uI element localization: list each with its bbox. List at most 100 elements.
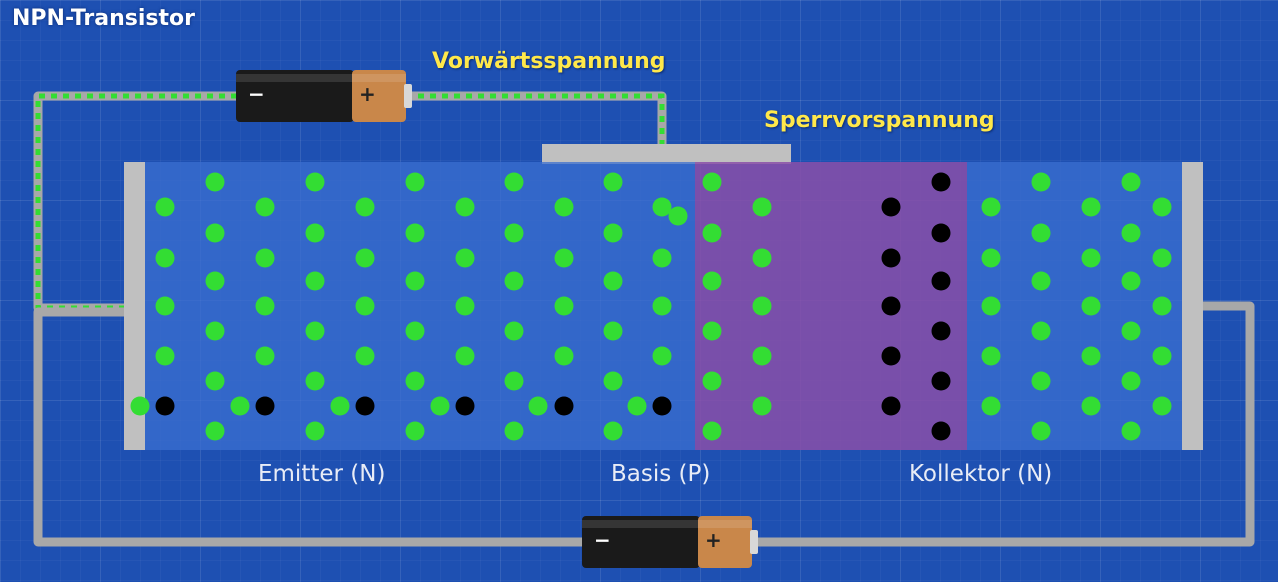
electron <box>455 296 475 316</box>
bottom-battery <box>582 516 758 568</box>
electron <box>1121 371 1141 391</box>
electron <box>405 172 425 192</box>
electron <box>405 321 425 341</box>
hole <box>931 223 951 243</box>
electron <box>405 421 425 441</box>
electron <box>130 396 150 416</box>
electron <box>1152 296 1172 316</box>
forward-bias-label: Vorwärtsspannung <box>432 49 666 74</box>
electron <box>155 346 175 366</box>
electron <box>1031 172 1051 192</box>
electron <box>603 223 623 243</box>
charge-carriers <box>130 172 1172 441</box>
electron <box>155 248 175 268</box>
electron <box>155 197 175 217</box>
electron <box>752 346 772 366</box>
top-battery-plus-terminal: + <box>359 82 376 106</box>
hole <box>881 396 901 416</box>
electron <box>1031 271 1051 291</box>
electron <box>752 197 772 217</box>
hole <box>931 271 951 291</box>
electron <box>405 371 425 391</box>
electron <box>305 223 325 243</box>
electron <box>355 346 375 366</box>
electron <box>1121 271 1141 291</box>
hole <box>931 321 951 341</box>
electron <box>205 421 225 441</box>
electron <box>603 172 623 192</box>
electron <box>652 197 672 217</box>
electron <box>1121 421 1141 441</box>
electron <box>355 197 375 217</box>
electron <box>1081 197 1101 217</box>
collector-contact-plate <box>1182 162 1203 450</box>
electron <box>1152 396 1172 416</box>
electron <box>702 172 722 192</box>
electron <box>305 421 325 441</box>
electron <box>230 396 250 416</box>
electron <box>1152 248 1172 268</box>
electron <box>652 296 672 316</box>
electron <box>1152 197 1172 217</box>
electron <box>205 223 225 243</box>
emitter-label: Emitter (N) <box>258 461 386 487</box>
electron <box>668 206 688 226</box>
electron <box>1031 371 1051 391</box>
electron <box>455 248 475 268</box>
electron <box>981 296 1001 316</box>
electron <box>1081 346 1101 366</box>
electron <box>1121 172 1141 192</box>
electron <box>355 296 375 316</box>
electron <box>528 396 548 416</box>
electron <box>981 248 1001 268</box>
electron <box>255 197 275 217</box>
electron <box>305 371 325 391</box>
electron <box>405 271 425 291</box>
hole <box>554 396 574 416</box>
electron <box>702 223 722 243</box>
electron <box>1031 421 1051 441</box>
electron <box>305 321 325 341</box>
electron <box>205 371 225 391</box>
electron <box>652 346 672 366</box>
reverse-bias-wire <box>33 301 1255 547</box>
forward-bias-electron-flow <box>35 93 665 311</box>
electron <box>752 396 772 416</box>
top-battery-minus-terminal: − <box>248 82 265 106</box>
electron <box>430 396 450 416</box>
electron <box>255 296 275 316</box>
collector-label: Kollektor (N) <box>909 461 1053 487</box>
depletion-zone <box>695 162 967 450</box>
base-label: Basis (P) <box>611 461 711 487</box>
electron <box>1152 346 1172 366</box>
electron <box>554 197 574 217</box>
electron <box>603 271 623 291</box>
electron <box>305 172 325 192</box>
electron <box>504 421 524 441</box>
electron <box>205 321 225 341</box>
hole <box>155 396 175 416</box>
electron <box>981 197 1001 217</box>
electron <box>504 172 524 192</box>
electron <box>981 396 1001 416</box>
hole <box>931 371 951 391</box>
diagram-title: NPN-Transistor <box>12 6 196 31</box>
electron <box>603 421 623 441</box>
electron <box>205 271 225 291</box>
electron <box>504 271 524 291</box>
electron <box>603 371 623 391</box>
electron <box>1031 223 1051 243</box>
electron <box>627 396 647 416</box>
electron <box>355 248 375 268</box>
electron <box>255 248 275 268</box>
electron <box>405 223 425 243</box>
electron <box>702 271 722 291</box>
hole <box>881 346 901 366</box>
electron <box>702 421 722 441</box>
hole <box>881 248 901 268</box>
emitter-region <box>140 162 695 450</box>
hole <box>931 172 951 192</box>
electron <box>255 346 275 366</box>
